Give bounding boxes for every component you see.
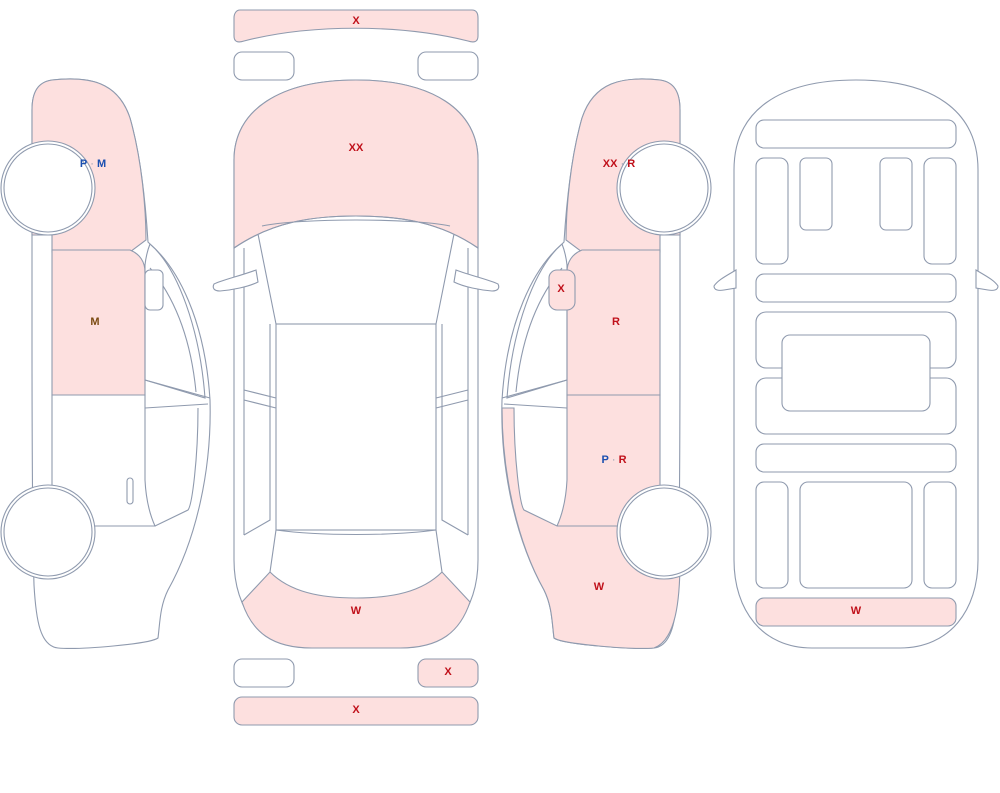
left-headlight[interactable]: [233, 51, 295, 81]
right-tail-light[interactable]: [417, 658, 479, 688]
front-left-inner[interactable]: [799, 157, 833, 231]
label-left-front-fender: P · M: [80, 158, 106, 170]
right-tail-light-code-0: X: [444, 666, 452, 678]
roof[interactable]: [275, 323, 437, 531]
rear-bumper-code-0: X: [352, 704, 360, 716]
right-mirror-code-0: X: [557, 283, 565, 295]
left-front-wheel: [3, 143, 93, 233]
left-front-fender-code-1: ·: [87, 158, 97, 170]
label-hood: XX: [349, 142, 364, 154]
left-door-handle: [126, 477, 134, 505]
label-front-bumper: X: [352, 15, 360, 27]
front-left-rail[interactable]: [755, 157, 789, 265]
right-front-fender-code-2: R: [627, 158, 635, 170]
rear-window: [269, 529, 443, 573]
label-right-front-door: R: [612, 316, 620, 328]
right-rear-quarter-code-0: W: [594, 581, 605, 593]
label-right-mirror: X: [557, 283, 565, 295]
damage-labels: X XX P · M M XX · R X R P · R W W X X W: [80, 15, 862, 716]
right-front-wheel: [619, 143, 709, 233]
right-front-fender-code-0: XX: [603, 158, 618, 170]
front-crossmember[interactable]: [755, 119, 957, 149]
right-headlight[interactable]: [417, 51, 479, 81]
front-bumper[interactable]: [233, 9, 479, 43]
hood-code-0: XX: [349, 142, 364, 154]
top-right-mirror[interactable]: [453, 269, 500, 292]
firewall[interactable]: [755, 273, 957, 303]
rear-left-rail[interactable]: [755, 481, 789, 589]
right-front-door-code-0: R: [612, 316, 620, 328]
right-mirror[interactable]: [548, 269, 576, 311]
left-front-fender-code-0: P: [80, 158, 87, 170]
spare-wheel-well[interactable]: [799, 481, 913, 589]
label-right-front-fender: XX · R: [603, 158, 635, 170]
top-left-mirror[interactable]: [212, 269, 259, 292]
top-view: [212, 9, 500, 726]
front-right-inner[interactable]: [879, 157, 913, 231]
left-side-view: [0, 78, 211, 649]
right-rear-wheel: [619, 487, 709, 577]
rear-floor-panel[interactable]: [755, 597, 957, 627]
underbody-left-mirror: [713, 269, 737, 291]
left-front-fender-code-2: M: [97, 158, 106, 170]
label-rear-bumper: X: [352, 704, 360, 716]
label-right-rear-quarter: W: [594, 581, 605, 593]
right-side-view: [501, 78, 712, 649]
center-tunnel[interactable]: [781, 334, 931, 412]
left-front-door-code-0: M: [90, 316, 99, 328]
right-rear-quarter[interactable]: [501, 407, 681, 649]
left-rear-wheel: [3, 487, 93, 577]
rear-crossmember[interactable]: [755, 443, 957, 473]
front-right-rail[interactable]: [923, 157, 957, 265]
label-right-rear-door: P · R: [601, 454, 626, 466]
trunk-lid-code-0: W: [351, 605, 362, 617]
right-rear-door-code-0: P: [601, 454, 608, 466]
left-mirror[interactable]: [144, 269, 164, 311]
right-rear-door-code-2: R: [619, 454, 627, 466]
label-trunk-lid: W: [351, 605, 362, 617]
front-bumper-code-0: X: [352, 15, 360, 27]
trunk-lid[interactable]: [241, 571, 471, 649]
underbody-view: [713, 79, 999, 649]
rear-bumper[interactable]: [233, 696, 479, 726]
label-rear-floor-panel: W: [851, 605, 862, 617]
label-right-tail-light: X: [444, 666, 452, 678]
left-tail-light[interactable]: [233, 658, 295, 688]
rear-right-rail[interactable]: [923, 481, 957, 589]
right-front-fender-code-1: ·: [617, 158, 627, 170]
right-side-glass: [506, 243, 568, 399]
right-rear-door-code-1: ·: [609, 454, 619, 466]
left-side-glass: [144, 243, 206, 399]
label-left-front-door: M: [90, 316, 99, 328]
underbody-right-mirror: [975, 269, 999, 291]
rear-floor-panel-code-0: W: [851, 605, 862, 617]
